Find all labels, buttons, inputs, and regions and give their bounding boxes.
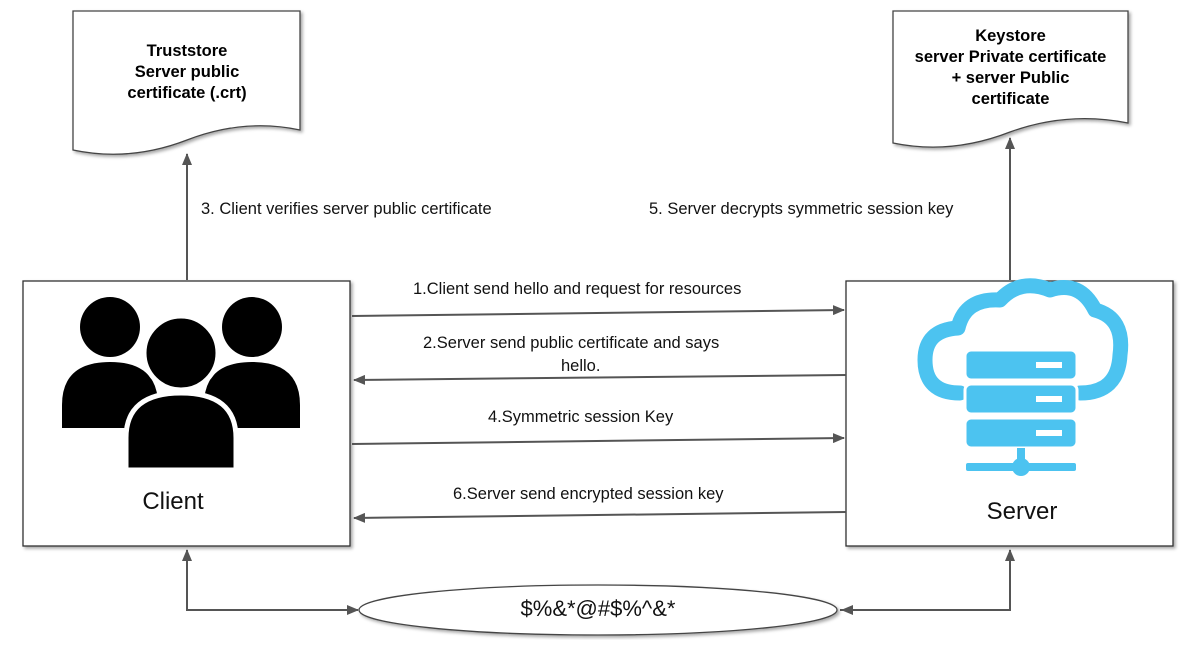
encrypted-channel-ellipse	[358, 584, 838, 636]
step6-label: 6.Server send encrypted session key	[453, 485, 724, 503]
truststore-line-3: certificate (.crt)	[127, 84, 247, 102]
cipher-text: $%&*@#$%^&*	[520, 596, 676, 621]
step4-label: 4.Symmetric session Key	[488, 408, 674, 426]
step3-label: 3. Client verifies server public certifi…	[201, 200, 492, 218]
step1-label: 1.Client send hello and request for reso…	[413, 280, 742, 298]
server-channel-connector	[840, 549, 1015, 611]
step4-arrow	[351, 433, 845, 445]
keystore-document	[892, 10, 1129, 148]
server-label: Server	[986, 498, 1058, 525]
step2-label-line2: hello.	[561, 357, 601, 375]
client-label: Client	[142, 488, 204, 515]
keystore-title: Keystore	[975, 27, 1046, 45]
keystore-line-2: server Private certificate	[914, 48, 1107, 66]
step1-arrow	[351, 305, 845, 317]
users-icon	[62, 297, 300, 473]
keystore-line-3: + server Public	[951, 69, 1070, 87]
step2-arrow	[353, 374, 847, 385]
truststore-text: Truststore Server public certificate (.c…	[87, 41, 287, 104]
truststore-document	[72, 10, 301, 155]
step6-arrow	[353, 511, 847, 523]
cloud-server-icon	[917, 278, 1129, 476]
step5-label: 5. Server decrypts symmetric session key	[649, 200, 954, 218]
client-channel-connector	[182, 549, 358, 611]
keystore-text: Keystore server Private certificate + se…	[893, 26, 1128, 110]
truststore-line-2: Server public	[134, 63, 240, 81]
keystore-line-4: certificate	[971, 90, 1050, 108]
truststore-title: Truststore	[146, 42, 228, 60]
step2-label-line1: 2.Server send public certificate and say…	[423, 334, 720, 352]
